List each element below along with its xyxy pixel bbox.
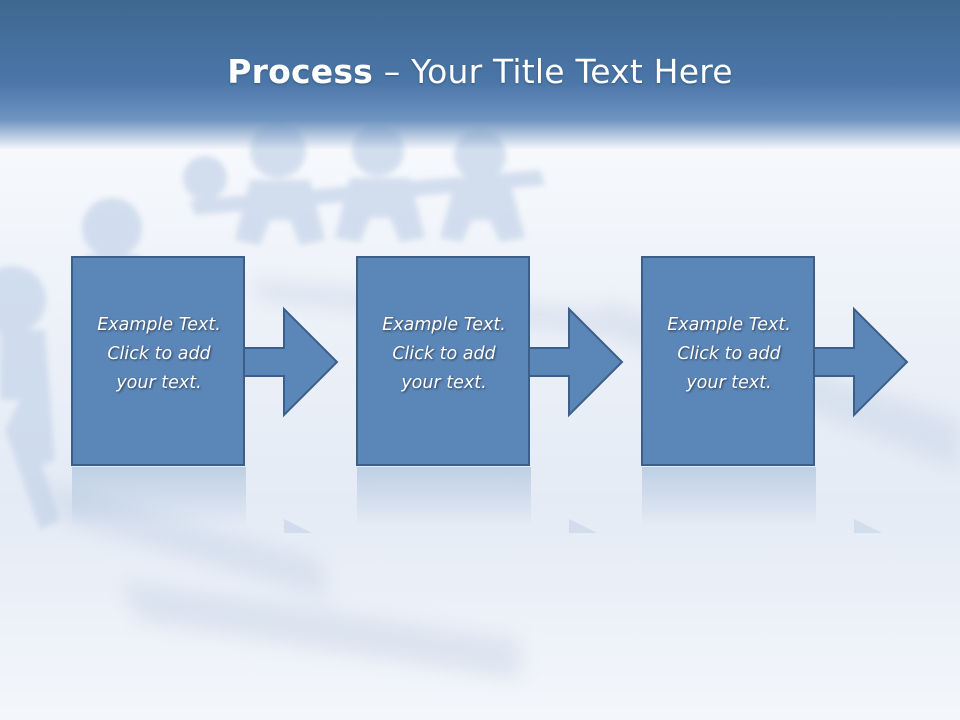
step-2-line-1: Example Text. [382, 315, 506, 335]
step-1-shape [71, 256, 339, 533]
step-2-shape [356, 256, 624, 533]
step-3-line-1: Example Text. [667, 315, 791, 335]
title-banner: Process – Your Title Text Here [0, 0, 960, 150]
process-step-3[interactable]: Example Text. Click to add your text. [641, 256, 909, 533]
step-2-arrow [526, 306, 624, 418]
step-1-line-1: Example Text. [97, 315, 221, 335]
step-2-line-2: Click to add [392, 344, 496, 364]
process-step-2[interactable]: Example Text. Click to add your text. [356, 256, 624, 533]
step-1-arrow [241, 306, 339, 418]
step-1-box [71, 256, 245, 466]
step-3-arrow [811, 306, 909, 418]
step-3-box [641, 256, 815, 466]
step-3-line-2: Click to add [677, 344, 781, 364]
step-3-line-3: your text. [686, 373, 772, 393]
step-3-text[interactable]: Example Text. Click to add your text. [642, 311, 816, 398]
process-step-1[interactable]: Example Text. Click to add your text. [71, 256, 339, 533]
step-2-box [356, 256, 530, 466]
slide-title[interactable]: Process – Your Title Text Here [0, 52, 960, 91]
step-3-shape [641, 256, 909, 533]
title-rest: – Your Title Text Here [373, 52, 733, 91]
title-bold: Process [227, 52, 374, 91]
step-1-line-3: your text. [116, 373, 202, 393]
step-1-text[interactable]: Example Text. Click to add your text. [72, 311, 246, 398]
step-2-line-3: your text. [401, 373, 487, 393]
step-1-line-2: Click to add [107, 344, 211, 364]
step-2-text[interactable]: Example Text. Click to add your text. [357, 311, 531, 398]
